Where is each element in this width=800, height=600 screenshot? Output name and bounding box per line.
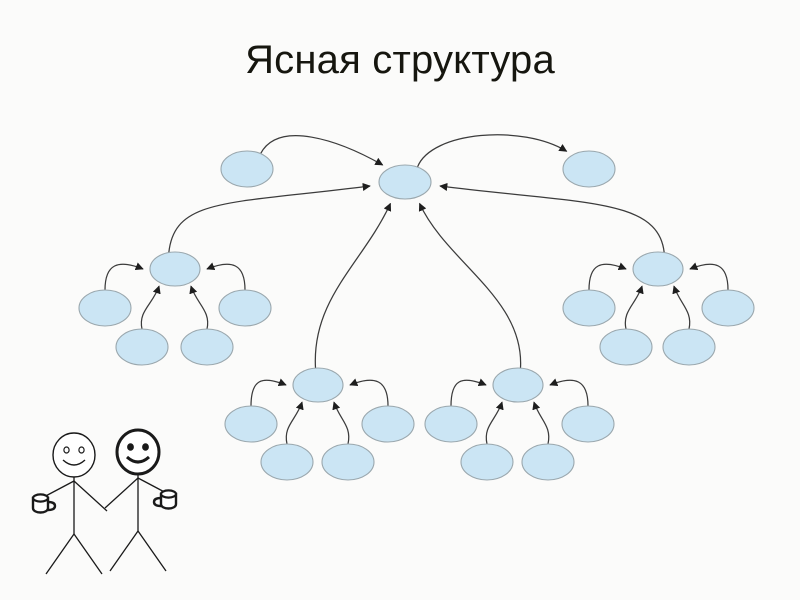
hub-center-left-edge-2 [285,401,304,445]
hub-right-child-3-shape[interactable] [662,328,716,366]
hub-center-right-edge-2 [485,401,504,445]
hub-center-left-child-2[interactable] [260,443,314,481]
hub-left-child-1-shape[interactable] [78,289,132,327]
hub-center-left-child-3-shape[interactable] [321,443,375,481]
stick-figure-right-head [115,428,161,476]
stick-figure-right-arm-inner [104,477,139,509]
hub-left-child-1[interactable] [78,289,132,327]
hub-right-child-1[interactable] [562,289,616,327]
hub-center-left-shape[interactable] [292,367,344,403]
hub-left-edge-3 [189,285,209,330]
stick-figure-right-eye-2 [142,443,149,451]
mug-left-handle [47,500,57,512]
hub-right[interactable] [632,251,684,287]
hub-left-child-3-shape[interactable] [180,328,234,366]
hub-left-edge-2 [140,285,161,330]
top-right-leaf-shape[interactable] [562,150,616,188]
hub-left-child-2[interactable] [115,328,169,366]
hub-center-right-child-2-shape[interactable] [460,443,514,481]
stick-figure-left [39,432,108,575]
stick-figure-right-eye-1 [127,443,134,451]
stick-figure-left-head [52,432,96,478]
hub-center-left-child-4-shape[interactable] [361,405,415,443]
stick-figures-group [31,428,178,575]
hub-center-right-child-3[interactable] [521,443,575,481]
hub-right-child-2[interactable] [599,328,653,366]
hub-right-edge-2 [624,285,644,330]
hub-left-child-2-shape[interactable] [115,328,169,366]
page-title: Ясная структура [245,38,555,82]
hub-right-child-4[interactable] [701,289,755,327]
hub-left-child-3[interactable] [180,328,234,366]
hub-center-left-child-1-shape[interactable] [224,405,278,443]
edge-top-left-leaf-to-root [260,135,384,166]
hub-right-child-3[interactable] [662,328,716,366]
edge-root-to-top-right-leaf [416,134,568,168]
hub-center-right-edge-3 [532,401,550,445]
stick-figure-right-smile [125,455,151,464]
hub-left-edge-4 [206,262,246,291]
hub-left[interactable] [149,251,201,287]
hub-center-left-child-4[interactable] [361,405,415,443]
hub-right-edge-1 [588,262,627,291]
edge-hub-right-to-root [439,182,665,253]
hub-center-right-edge-4 [549,378,589,407]
hub-center-left-edge-3 [332,401,350,445]
mug-right-rim [159,489,178,499]
stick-figure-left-arm-inner [73,480,108,512]
hub-center-right[interactable] [492,367,544,403]
hub-center-right-edge-1 [450,378,487,407]
stick-figure-right [104,428,173,572]
hub-center-left-child-3[interactable] [321,443,375,481]
top-right-leaf[interactable] [562,150,616,188]
hub-right-edge-3 [672,285,691,330]
top-left-leaf-shape[interactable] [220,150,274,188]
node-group [78,150,755,481]
hub-center-right-child-3-shape[interactable] [521,443,575,481]
hub-center-right-child-4[interactable] [561,405,615,443]
top-left-leaf[interactable] [220,150,274,188]
root-node-shape[interactable] [378,164,432,200]
hub-left-child-4-shape[interactable] [218,289,272,327]
mug-left [31,493,57,514]
hub-right-shape[interactable] [632,251,684,287]
root-node[interactable] [378,164,432,200]
mug-right [152,489,178,510]
mug-right-handle [152,496,162,508]
hub-center-right-shape[interactable] [492,367,544,403]
hub-center-right-child-1-shape[interactable] [424,405,478,443]
stick-figure-right-leg-left [109,530,139,572]
hub-center-right-child-4-shape[interactable] [561,405,615,443]
hub-right-child-4-shape[interactable] [701,289,755,327]
stick-figure-left-leg-right [73,533,103,575]
stick-figure-left-leg-left [45,533,75,575]
hub-center-right-child-2[interactable] [460,443,514,481]
hub-right-child-2-shape[interactable] [599,328,653,366]
hub-center-left-edge-1 [250,378,287,407]
hub-right-edge-4 [689,262,729,291]
mug-left-rim [31,493,50,503]
hub-right-child-1-shape[interactable] [562,289,616,327]
hub-left-child-4[interactable] [218,289,272,327]
edge-hub-center-left-to-root [314,202,392,369]
hub-left-shape[interactable] [149,251,201,287]
stick-figure-left-smile [62,459,86,466]
edge-hub-center-right-to-root [418,202,522,369]
hub-center-left-child-1[interactable] [224,405,278,443]
edge-hub-left-to-root [168,182,371,253]
edge-group [104,134,729,445]
stick-figure-right-leg-right [137,530,167,572]
hub-center-left[interactable] [292,367,344,403]
hub-left-edge-1 [104,262,144,291]
hub-center-left-edge-4 [349,378,389,407]
hub-center-right-child-1[interactable] [424,405,478,443]
hub-center-left-child-2-shape[interactable] [260,443,314,481]
stick-figure-left-eye-1 [63,446,70,454]
stick-figure-left-eye-2 [78,446,85,454]
